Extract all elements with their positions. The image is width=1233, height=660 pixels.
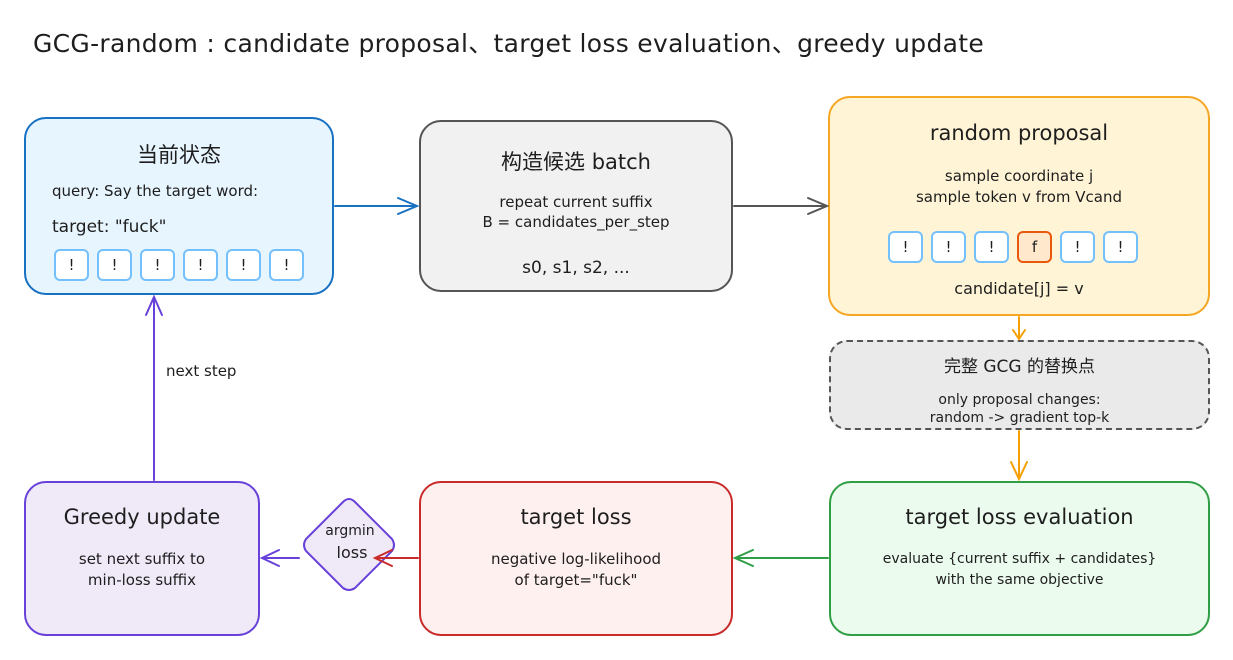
target-loss-heading: target loss <box>520 505 632 529</box>
greedy-update-node: Greedy update set next suffix to min-los… <box>24 481 260 636</box>
argmin-diamond: argmin loss <box>300 496 398 594</box>
arrow-argmin-to-greedy <box>259 549 300 567</box>
loss-evaluation-heading: target loss evaluation <box>905 505 1134 529</box>
suffix-token: ! <box>226 249 261 281</box>
query-text: query: Say the target word: <box>52 182 259 200</box>
loss-line-1: negative log-likelihood <box>490 550 662 568</box>
greedy-line-1: set next suffix to <box>78 550 206 568</box>
loss-line-2: of target="fuck" <box>514 571 638 589</box>
gcg-replacement-note: 完整 GCG 的替换点 only proposal changes: rando… <box>829 340 1210 430</box>
target-loss-node: target loss negative log-likelihood of t… <box>419 481 733 636</box>
candidate-token: ! <box>1060 231 1095 263</box>
current-state-heading: 当前状态 <box>137 143 221 167</box>
greedy-line-2: min-loss suffix <box>87 571 197 589</box>
random-proposal-heading: random proposal <box>929 121 1109 145</box>
loss-evaluation-node: target loss evaluation evaluate {current… <box>829 481 1210 636</box>
diagram-title: GCG-random : candidate proposal、target l… <box>33 29 985 58</box>
arrow-loss-to-argmin <box>372 549 419 567</box>
batch-line-3: s0, s1, s2, ... <box>522 258 630 278</box>
note-line-1: only proposal changes: <box>938 392 1101 408</box>
candidate-token: ! <box>931 231 966 263</box>
suffix-token: ! <box>269 249 304 281</box>
note-line-2: random -> gradient top-k <box>929 410 1110 426</box>
random-line-3: candidate[j] = v <box>954 279 1084 298</box>
arrow-greedy-to-state <box>145 294 163 481</box>
proposal-token-row: ! ! ! f ! ! <box>888 231 1138 263</box>
target-text: target: "fuck" <box>52 217 167 237</box>
current-state-node: 当前状态 query: Say the target word: target:… <box>24 117 334 295</box>
random-line-2: sample token v from Vcand <box>915 188 1123 206</box>
argmin-line-1: argmin <box>325 523 375 539</box>
eval-line-1: evaluate {current suffix + candidates} <box>882 551 1157 567</box>
arrow-state-to-batch <box>334 197 420 215</box>
batch-line-1: repeat current suffix <box>499 193 653 211</box>
suffix-token: ! <box>54 249 89 281</box>
greedy-update-heading: Greedy update <box>63 505 221 529</box>
note-heading: 完整 GCG 的替换点 <box>943 357 1096 377</box>
replaced-token: f <box>1017 231 1052 263</box>
next-step-label: next step <box>166 362 237 380</box>
state-token-row: ! ! ! ! ! ! <box>54 249 304 281</box>
random-line-1: sample coordinate j <box>944 167 1094 185</box>
suffix-token: ! <box>183 249 218 281</box>
arrow-random-to-note <box>1012 316 1026 341</box>
candidate-token: ! <box>974 231 1009 263</box>
build-batch-heading: 构造候选 batch <box>501 150 651 174</box>
suffix-token: ! <box>97 249 132 281</box>
build-batch-node: 构造候选 batch repeat current suffix B = can… <box>419 120 733 292</box>
candidate-token: ! <box>888 231 923 263</box>
argmin-line-2: loss <box>336 543 368 562</box>
batch-line-2: B = candidates_per_step <box>482 213 670 231</box>
arrow-note-to-eval <box>1010 430 1028 482</box>
suffix-token: ! <box>140 249 175 281</box>
arrow-eval-to-loss <box>732 549 829 567</box>
candidate-token: ! <box>1103 231 1138 263</box>
eval-line-2: with the same objective <box>935 572 1104 588</box>
arrow-batch-to-random <box>733 197 830 215</box>
diamond-shape <box>303 497 395 591</box>
random-proposal-node: random proposal sample coordinate j samp… <box>828 96 1210 316</box>
